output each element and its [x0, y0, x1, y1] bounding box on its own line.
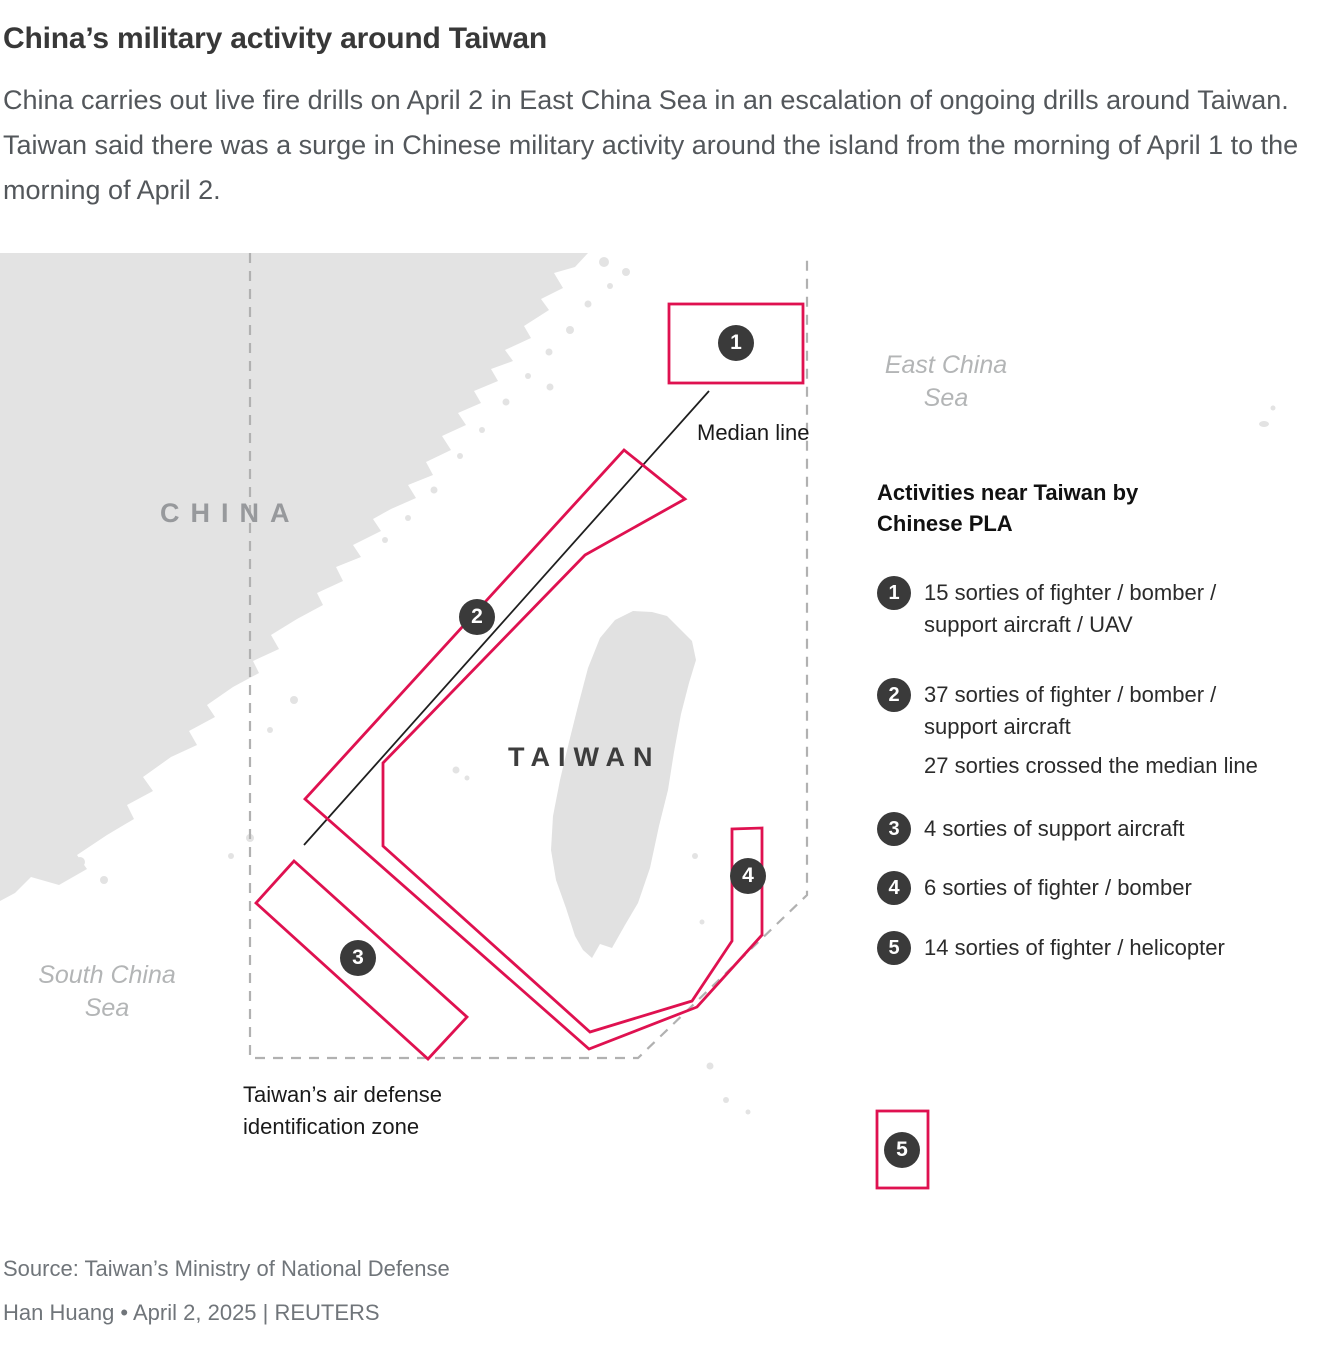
legend-1-line-1: 15 sorties of fighter / bomber /	[924, 580, 1217, 605]
legend-badge-2: 2	[877, 678, 911, 712]
taiwan-map: CHINA TAIWAN East China Sea South China …	[0, 253, 1320, 1245]
label-east-china-sea: East China Sea	[856, 349, 1036, 415]
legend-text-1: 15 sorties of fighter / bomber / support…	[924, 577, 1320, 641]
map-badge-zone-3: 3	[340, 940, 376, 976]
subtitle-line-3: island from the morning of April 1 to th…	[3, 130, 1299, 205]
legend-text-3: 4 sorties of support aircraft	[924, 813, 1320, 845]
label-adiz: Taiwan’s air defense identification zone	[243, 1079, 442, 1143]
page-subtitle: China carries out live fire drills on Ap…	[3, 78, 1315, 213]
source-line: Source: Taiwan’s Ministry of National De…	[3, 1256, 450, 1281]
subtitle-line-2: drills around Taiwan. Taiwan said there …	[3, 85, 1289, 160]
legend-text-5: 14 sorties of fighter / helicopter	[924, 932, 1320, 964]
legend-text-4: 6 sorties of fighter / bomber	[924, 872, 1320, 904]
china-landmass	[0, 253, 588, 901]
legend-text-2: 37 sorties of fighter / bomber / support…	[924, 679, 1320, 782]
drill-zone-3	[254, 859, 469, 1061]
drill-zone-1	[667, 302, 805, 385]
map-badge-zone-1: 1	[718, 325, 754, 361]
legend-item-1: 1 15 sorties of fighter / bomber / suppo…	[877, 576, 1320, 641]
map-badge-zone-2: 2	[459, 599, 495, 635]
legend-title: Activities near Taiwan by Chinese PLA	[877, 480, 1139, 536]
label-china: CHINA	[160, 498, 301, 528]
median-line	[303, 390, 710, 846]
adiz-boundary-line	[248, 253, 809, 1060]
legend-2-note: 27 sorties crossed the median line	[924, 753, 1258, 778]
drill-zone-2-4-band	[303, 448, 764, 1051]
south-china-sea-line-2: Sea	[84, 994, 130, 1022]
label-south-china-sea: South China Sea	[18, 959, 196, 1025]
east-china-sea-line-1: East China	[884, 351, 1008, 379]
page-title: China’s military activity around Taiwan	[3, 22, 548, 55]
coastal-islands	[57, 257, 1276, 1115]
legend-item-2: 2 37 sorties of fighter / bomber / suppo…	[877, 678, 1320, 782]
east-china-sea-line-2: Sea	[923, 384, 969, 412]
legend-item-4: 4 6 sorties of fighter / bomber	[877, 871, 1320, 905]
south-china-sea-line-1: South China	[38, 961, 176, 989]
map-canvas	[0, 253, 1276, 1190]
label-median-line: Median line	[697, 420, 810, 445]
legend-badge-3: 3	[877, 812, 911, 846]
legend-item-5: 5 14 sorties of fighter / helicopter	[877, 931, 1320, 965]
legend: Activities near Taiwan by Chinese PLA 1 …	[877, 477, 1317, 965]
legend-5-line-1: 14 sorties of fighter / helicopter	[924, 935, 1225, 960]
legend-2-line-2: support aircraft	[924, 714, 1071, 739]
legend-badge-5: 5	[877, 931, 911, 965]
map-badge-zone-5: 5	[884, 1132, 920, 1168]
credit-line: Han Huang • April 2, 2025 | REUTERS	[3, 1300, 380, 1325]
label-taiwan: TAIWAN	[508, 742, 661, 772]
legend-badge-1: 1	[877, 576, 911, 610]
legend-3-line-1: 4 sorties of support aircraft	[924, 816, 1185, 841]
subtitle-line-1: China carries out live fire drills on Ap…	[3, 85, 1036, 115]
adiz-line-2: identification zone	[243, 1114, 420, 1139]
legend-item-3: 3 4 sorties of support aircraft	[877, 812, 1320, 846]
drill-zone-5	[875, 1109, 930, 1190]
legend-4-line-1: 6 sorties of fighter / bomber	[924, 875, 1192, 900]
legend-badge-4: 4	[877, 871, 911, 905]
taiwan-island	[551, 611, 696, 958]
legend-1-line-2: support aircraft / UAV	[924, 612, 1133, 637]
adiz-line-1: Taiwan’s air defense	[243, 1082, 442, 1107]
map-badge-zone-4: 4	[730, 858, 766, 894]
legend-2-line-1: 37 sorties of fighter / bomber /	[924, 682, 1217, 707]
